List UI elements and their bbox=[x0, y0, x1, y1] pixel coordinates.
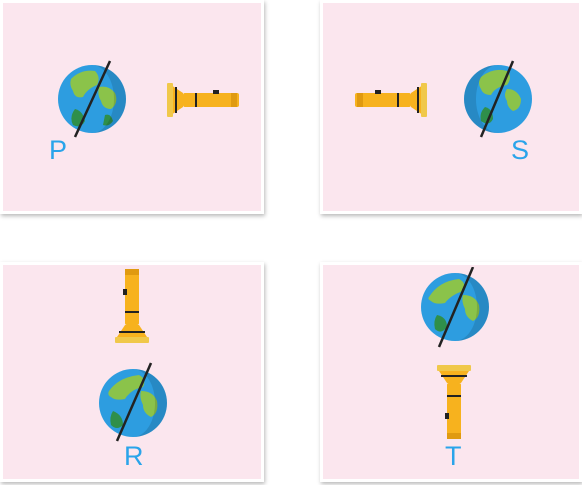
flashlight-icon bbox=[437, 363, 471, 441]
panel-label: T bbox=[445, 443, 462, 470]
panel-r: R bbox=[0, 262, 264, 482]
panel-label: S bbox=[511, 137, 529, 164]
panel-label: R bbox=[124, 443, 144, 470]
flashlight-icon bbox=[165, 83, 245, 117]
globe-icon bbox=[459, 59, 535, 139]
globe-icon bbox=[417, 267, 493, 349]
panel-label: P bbox=[49, 137, 67, 164]
panel-t: T bbox=[320, 262, 582, 482]
panel-p: P bbox=[0, 0, 264, 214]
globe-icon bbox=[95, 361, 171, 443]
flashlight-icon bbox=[349, 83, 429, 117]
panel-s: S bbox=[320, 0, 582, 214]
flashlight-icon bbox=[115, 267, 149, 345]
globe-icon bbox=[55, 59, 131, 139]
